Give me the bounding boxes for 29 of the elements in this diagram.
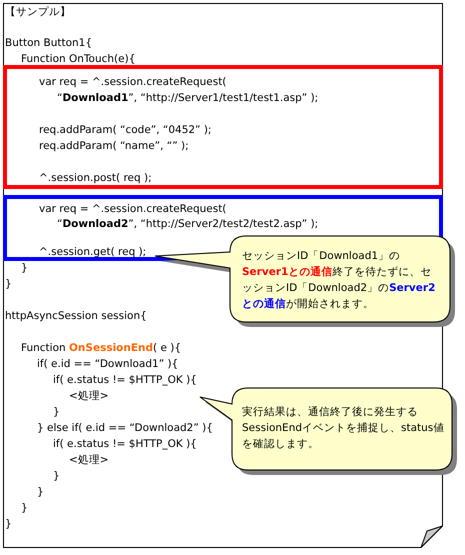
code-line: ^.session.post( req ); — [39, 171, 152, 186]
code-line: if( e.status != $HTTP_OK ){ — [53, 373, 197, 388]
code-line: var req = ^.session.createRequest( — [39, 202, 226, 217]
code-line: } — [21, 261, 28, 276]
code-line: if( e.status != $HTTP_OK ){ — [53, 437, 197, 452]
code-line: ^.session.get( req ); — [39, 245, 146, 260]
code-line: “Download1”, “http://Server1/test1/test1.asp” ); — [57, 91, 318, 106]
code-line: Function OnTouch(e){ — [21, 52, 136, 67]
code-line: } — [53, 469, 60, 484]
code-line: req.addParam( “code”, “0452” ); — [39, 123, 212, 138]
code-line: var req = ^.session.createRequest( — [39, 75, 226, 90]
code-line: req.addParam( “name”, “” ); — [39, 139, 189, 154]
code-line: <処理> — [69, 453, 109, 468]
code-line: } — [5, 517, 12, 532]
code-line: if( e.id == “Download1” ){ — [37, 357, 178, 372]
code-line: } — [5, 277, 12, 292]
callout-text: セッションID「Download1」のServer1との通信終了を待たずに、セッションID「Download2」のServer2との通信が開始されます。 — [242, 249, 436, 312]
code-line: } — [53, 405, 60, 420]
code-line: <処理> — [69, 389, 109, 404]
code-line: } — [37, 485, 44, 500]
code-line: } — [21, 501, 28, 516]
code-line: “Download2”, “http://Server2/test2/test2.asp” ); — [57, 217, 318, 232]
code-line: 【サンプル】 — [5, 5, 71, 20]
code-line: httpAsyncSession session{ — [5, 309, 147, 324]
code-line: Button Button1{ — [5, 36, 92, 51]
callout-text: 実行結果は、通信終了後に発生するSessionEndイベントを捕捉し、status値を確認します。 — [242, 405, 446, 452]
highlight-frame — [3, 65, 443, 189]
code-line: } else if( e.id == “Download2” ){ — [37, 421, 213, 436]
code-line: Function OnSessionEnd( e ){ — [21, 341, 182, 356]
